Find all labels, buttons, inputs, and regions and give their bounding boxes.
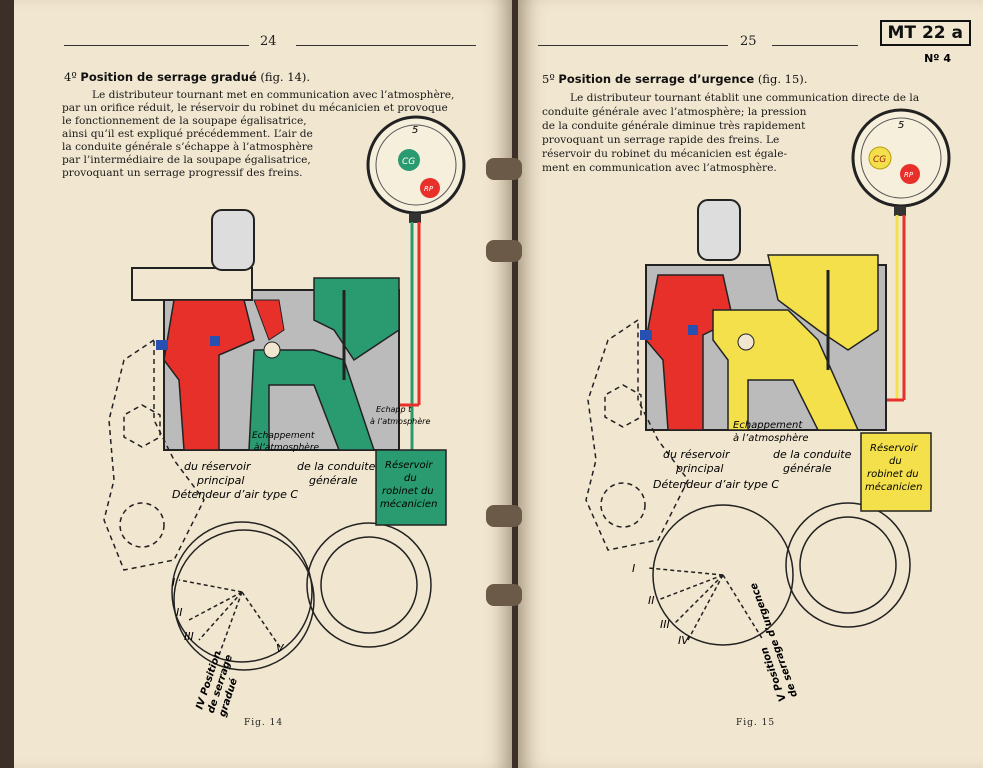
position-dial (171, 521, 432, 671)
paragraph-line: par un orifice réduit, le réservoir du r… (62, 102, 448, 114)
label-generale: générale (783, 462, 832, 475)
heading-title: Position de serrage d’urgence (558, 72, 755, 86)
paragraph-line: la conduite générale s’échappe à l’atmos… (62, 141, 314, 153)
figure-caption: Fig. 14 (244, 718, 284, 728)
label-principal: principal (675, 462, 723, 475)
label-atmosphere-2: à l’atmosphère (370, 416, 430, 426)
valve-body (131, 209, 400, 451)
paragraph-line: ment en communication avec l’atmosphère. (542, 162, 777, 174)
reservoir-box (375, 449, 447, 526)
svg-text:du: du (889, 456, 902, 467)
binding-hole (486, 584, 522, 606)
page-number: 25 (740, 34, 757, 49)
svg-text:du: du (404, 473, 417, 484)
label-conduite: de la conduite (297, 460, 376, 473)
label-detendeur: Détendeur d’air type C (172, 488, 298, 501)
detendeur-outline (103, 338, 205, 571)
valve-body (640, 199, 887, 431)
figure-14-diagram: 5 CG RP (103, 115, 466, 719)
left-page: 24 4º Position de serrage gradué (fig. 1… (14, 0, 512, 768)
position-label-i: I (172, 576, 175, 589)
reservoir-box (860, 432, 932, 512)
label-echapp-2: Echapp t (376, 405, 412, 414)
binding-hole (486, 158, 522, 180)
svg-text:robinet du: robinet du (867, 469, 919, 480)
document-number: Nº 4 (924, 52, 951, 65)
label-detendeur: Détendeur d’air type C (653, 478, 779, 491)
heading-figure-ref: (fig. 15). (757, 72, 808, 86)
position-label-ii: II (176, 606, 183, 619)
heading-title: Position de serrage gradué (80, 70, 257, 84)
gauge-scale-label: 5 (898, 120, 904, 131)
position-caption: IV Position de serrage gradué (194, 650, 240, 719)
svg-text:mécanicien: mécanicien (380, 498, 437, 510)
gauge-rp-label: RP (904, 171, 914, 179)
figure-caption: Fig. 15 (736, 718, 776, 728)
label-atmosphere: à l’atmosphère (733, 432, 808, 444)
svg-text:Réservoir: Réservoir (385, 459, 433, 471)
position-dial (647, 502, 911, 646)
gauge-cg-label: CG (873, 155, 886, 165)
pressure-gauge: 5 CG RP (851, 108, 951, 216)
svg-text:mécanicien: mécanicien (865, 481, 922, 493)
position-label-i: I (632, 562, 635, 575)
label-reservoir: du réservoir (184, 460, 252, 473)
section-heading: 4º Position de serrage gradué (fig. 14). (64, 70, 310, 84)
page-number: 24 (260, 34, 277, 49)
heading-number: 5º (542, 72, 555, 86)
header-rule-right (296, 45, 476, 46)
label-generale: générale (309, 474, 358, 487)
label-principal: principal (196, 474, 244, 487)
heading-figure-ref: (fig. 14). (260, 70, 311, 84)
paragraph-line: Le distributeur tournant établit une com… (570, 92, 920, 104)
binding-hole (486, 505, 522, 527)
paragraph-line: ainsi qu’il est expliqué précédemment. L… (62, 128, 313, 140)
svg-text:robinet du: robinet du (382, 486, 434, 497)
label-reservoir: du réservoir (663, 448, 731, 461)
section-heading: 5º Position de serrage d’urgence (fig. 1… (542, 72, 807, 86)
gauge-rp-label: RP (424, 185, 434, 193)
paragraph-line: conduite générale avec l’atmosphère; la … (542, 106, 807, 118)
gauge-cg-label: CG (402, 157, 415, 167)
document-code-box: MT 22 a (879, 20, 971, 46)
paragraph-line: réservoir du robinet du mécanicien est é… (542, 148, 788, 160)
right-page: 25 MT 22 a Nº 4 5º Position de serrage d… (518, 0, 983, 768)
header-rule-left (64, 45, 249, 46)
label-atmosphere: àl’atmosphère (254, 442, 320, 453)
paragraph-line: le fonctionnement de la soupape égalisat… (62, 115, 307, 127)
label-echappement: Echappement (252, 431, 315, 441)
position-label-iii: III (660, 618, 670, 631)
gauge-scale-label: 5 (412, 125, 418, 136)
position-label-iii: III (184, 630, 194, 643)
header-rule-left (538, 45, 728, 46)
label-echappement: Echappement (733, 420, 803, 431)
position-caption: V Position de serrage d’urgence (748, 581, 800, 703)
paragraph-line: par l’intermédiaire de la soupape égalis… (62, 154, 311, 166)
heading-number: 4º (64, 70, 77, 84)
position-label-v: V (276, 642, 285, 655)
figure-15-diagram: 5 CG RP (585, 108, 951, 703)
paragraph-line: Le distributeur tournant met en communic… (92, 89, 455, 101)
position-label-iv: IV (678, 634, 690, 647)
svg-text:Réservoir: Réservoir (870, 442, 918, 454)
detendeur-outline (585, 318, 689, 551)
paragraph-line: de la conduite générale diminue très rap… (542, 120, 806, 132)
rp-needle-marker (420, 178, 440, 198)
label-conduite: de la conduite (773, 448, 852, 461)
header-rule-right (772, 45, 858, 46)
paragraph-line: provoquant un serrage rapide des freins.… (542, 134, 780, 146)
binding-hole (486, 240, 522, 262)
position-label-ii: II (648, 594, 655, 607)
pressure-gauge: 5 CG RP (366, 115, 466, 223)
paragraph-line: provoquant un serrage progressif des fre… (62, 167, 303, 179)
cg-needle-marker (398, 149, 420, 171)
